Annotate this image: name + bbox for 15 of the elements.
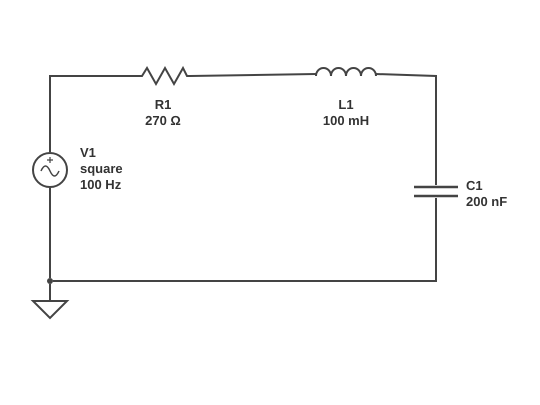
wire [190, 73, 316, 77]
wire [49, 75, 137, 152]
component-name: R1 [154, 97, 172, 113]
component-value: 100 Hz [80, 177, 122, 193]
component-name: L1 [338, 97, 354, 113]
component-name: C1 [466, 178, 483, 194]
wire [49, 188, 51, 278]
component-value: 270 Ω [145, 113, 181, 129]
component-value: 200 nF [466, 194, 508, 210]
wire [376, 73, 437, 185]
component-value: square [80, 161, 123, 177]
component-name: V1 [80, 145, 96, 161]
wire [53, 198, 437, 282]
component-value: 100 mH [322, 113, 370, 129]
wire [49, 284, 51, 300]
